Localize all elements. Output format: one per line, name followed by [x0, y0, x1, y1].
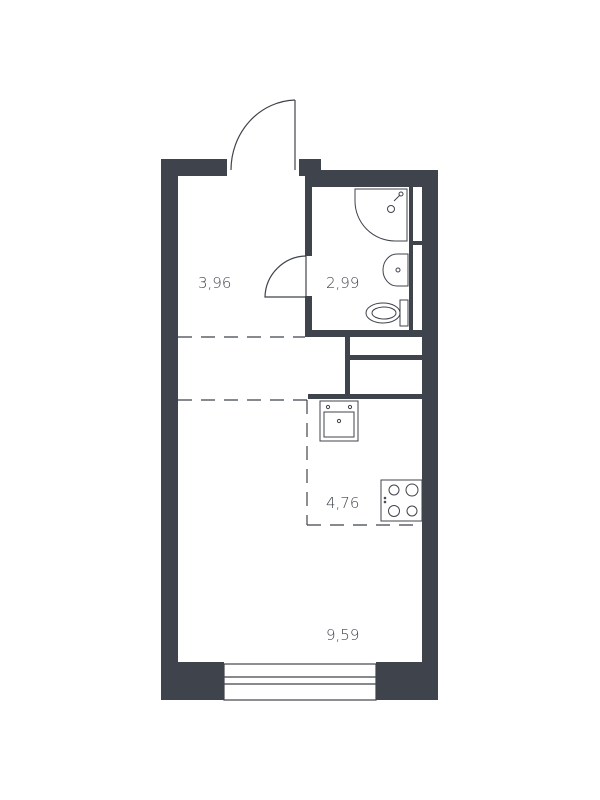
- storage-wall-bottom: [308, 394, 422, 399]
- shower-tray: [354, 188, 408, 242]
- storage-wall-left: [345, 336, 350, 398]
- shower-head-icon: [398, 191, 404, 197]
- exterior-walls: [161, 159, 438, 700]
- toilet-seat-inner: [371, 306, 397, 320]
- bathroom-sink-drain-icon: [395, 267, 401, 273]
- window-frame: [223, 663, 377, 701]
- kitchen-sink-counter: [319, 400, 359, 442]
- bathroom-wall-left: [305, 176, 312, 256]
- cooktop: [380, 479, 423, 522]
- bathroom-walls: [305, 176, 427, 337]
- bathroom-wall-bottom: [305, 330, 427, 337]
- wall-right: [422, 170, 438, 700]
- kitchen-sink: [319, 400, 359, 442]
- shaft-wall-divider: [409, 241, 422, 245]
- cooktop-knob-2-icon: [383, 500, 387, 504]
- entrance-door-swing: [230, 99, 296, 171]
- kitchen-sink-tap-right-icon: [347, 404, 353, 410]
- bathroom-sink: [382, 253, 409, 287]
- cooktop-burner-4-icon: [406, 505, 418, 517]
- toilet-tank: [399, 299, 409, 327]
- shower-head-line: [393, 194, 401, 202]
- shaft-wall-vertical: [409, 187, 413, 330]
- entrance-door: [230, 99, 296, 171]
- storage-wall-middle: [345, 355, 422, 360]
- cooktop-knob-1-icon: [383, 496, 387, 500]
- shower-drain-icon: [387, 205, 395, 213]
- room-area-kitchen: 4,76: [326, 494, 359, 512]
- wall-top-right-b: [305, 170, 438, 187]
- room-area-bathroom: 2,99: [326, 274, 359, 292]
- toilet-bowl: [365, 302, 401, 324]
- shower: [354, 188, 408, 242]
- kitchen-sink-drain-icon: [336, 418, 342, 424]
- bathroom-door-swing: [264, 255, 307, 298]
- cooktop-surface: [380, 479, 423, 522]
- cooktop-burner-3-icon: [388, 505, 400, 517]
- cooktop-burner-2-icon: [405, 483, 419, 497]
- window: [223, 663, 377, 701]
- kitchen-sink-basin: [323, 411, 355, 438]
- storage-niches: [308, 336, 422, 399]
- zone-boundaries: [178, 336, 422, 526]
- wall-left: [161, 159, 178, 700]
- bathroom-door: [264, 255, 307, 298]
- toilet: [365, 299, 409, 327]
- wall-bottom-left: [161, 662, 224, 700]
- wall-bottom-right: [376, 662, 438, 700]
- cooktop-burner-1-icon: [388, 484, 400, 496]
- kitchen-sink-tap-left-icon: [325, 404, 331, 410]
- bathroom-wall-left-lower: [305, 296, 312, 336]
- room-area-living-room: 9,59: [326, 626, 359, 644]
- room-area-hallway: 3,96: [198, 274, 231, 292]
